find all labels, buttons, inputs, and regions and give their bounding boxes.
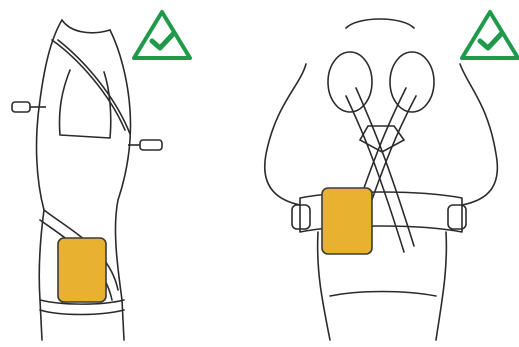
check-icon <box>462 12 518 58</box>
side-buckle-right <box>128 140 162 150</box>
back-leg-right <box>436 232 446 340</box>
back-hip-line <box>330 292 436 297</box>
back-torso-outline <box>265 64 306 205</box>
back-buckle-left <box>292 205 310 229</box>
side-thigh-strap-2 <box>40 310 124 315</box>
back-view-figure <box>265 19 498 340</box>
back-neck <box>346 19 414 28</box>
back-buckle-right <box>448 205 466 229</box>
back-pad <box>322 188 372 254</box>
side-chest-strap <box>52 40 125 130</box>
check-icon <box>134 12 190 58</box>
side-pad <box>58 238 106 302</box>
side-neck-outline <box>62 20 110 33</box>
back-torso-outline-2 <box>460 64 497 205</box>
side-front-outline <box>110 30 131 340</box>
side-arm-outline <box>59 70 110 138</box>
side-buckle-left <box>12 102 46 112</box>
